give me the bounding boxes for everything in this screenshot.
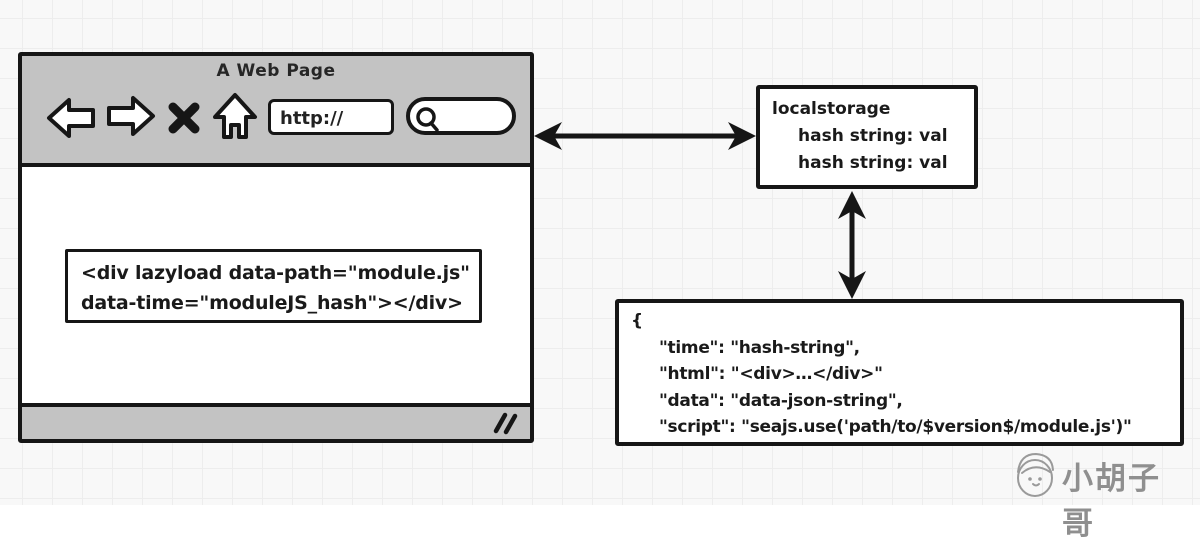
browser-title-bar: A Web Page (22, 56, 530, 167)
json-line-open-brace: { (631, 311, 643, 331)
back-arrow-icon (46, 98, 96, 143)
home-button[interactable] (212, 92, 258, 140)
window-title: A Web Page (216, 61, 336, 81)
browser-window: A Web Page (18, 52, 534, 443)
html-snippet-line-2: data-time="moduleJS_hash"></div> (81, 292, 463, 314)
url-field[interactable]: http:// (268, 99, 394, 135)
sync-arrow-localstorage-json (833, 189, 871, 305)
forward-button[interactable] (106, 94, 156, 138)
localstorage-entry: hash string: val (798, 126, 948, 146)
resize-grip-icon[interactable] (492, 411, 520, 435)
search-field[interactable] (406, 97, 516, 135)
html-snippet-line-1: <div lazyload data-path="module.js" (81, 262, 470, 284)
localstorage-entry: hash string: val (798, 153, 948, 173)
json-line-data: "data": "data-json-string", (659, 390, 903, 411)
json-line-html: "html": "<div>…</div>" (659, 364, 883, 384)
localstorage-title: localstorage (772, 99, 891, 119)
browser-toolbar: http:// (22, 84, 530, 144)
module-json-box: { "time": "hash-string", "html": "<div>…… (615, 299, 1184, 446)
watermark: 小胡子哥 (1010, 445, 1192, 542)
html-snippet-box: <div lazyload data-path="module.js" data… (65, 249, 482, 323)
close-button[interactable] (166, 98, 202, 136)
sync-arrow-browser-localstorage (532, 117, 758, 159)
browser-status-bar (22, 403, 530, 439)
back-button[interactable] (46, 96, 96, 140)
watermark-face-icon (1010, 446, 1060, 506)
watermark-text: 小胡子哥 (1062, 461, 1161, 542)
json-line-time: "time": "hash-string", (659, 337, 860, 358)
localstorage-box: localstorage hash string: val hash strin… (756, 85, 978, 189)
close-x-icon (166, 102, 202, 139)
browser-content: <div lazyload data-path="module.js" data… (22, 167, 530, 407)
home-icon (212, 93, 258, 143)
json-line-script: "script": "seajs.use('path/to/$version$/… (659, 417, 1132, 437)
forward-arrow-icon (106, 96, 156, 141)
